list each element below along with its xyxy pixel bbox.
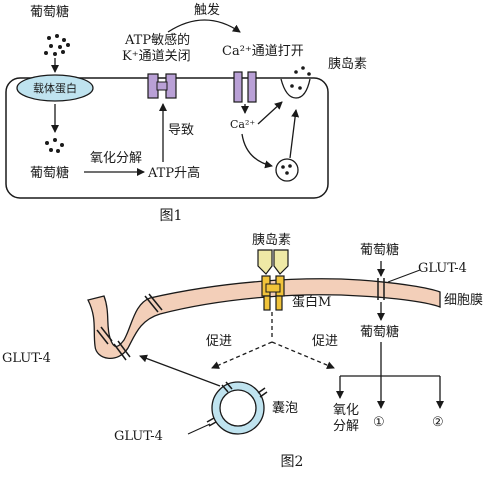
protein-m	[261, 275, 285, 311]
vesicle-to-release-arrow	[289, 109, 300, 159]
promote-left-arrow	[211, 341, 273, 369]
figure-1-caption: 图1	[160, 208, 183, 224]
glucose-inside-label-fig2: 葡萄糖	[360, 324, 399, 340]
vesicle-inner	[219, 389, 257, 427]
ca-ion-label: Ca²⁺	[230, 118, 255, 131]
promote-right-arrow	[271, 341, 335, 369]
glucose-dots-outside	[44, 34, 70, 56]
promote-right-label: 促进	[312, 334, 338, 349]
ca-to-vesicle-arrow	[241, 133, 273, 169]
insulin-receptor	[257, 249, 289, 275]
k-channel-label-2: K⁺通道关闭	[122, 49, 191, 64]
released-insulin-dots	[290, 66, 311, 90]
cell-membrane-label: 细胞膜	[444, 293, 483, 308]
figure-1: 葡萄糖 载体蛋白 葡萄糖 氧化分解 ATP升高 导致 ATP敏感的 K⁺通道关闭…	[5, 2, 367, 224]
ca-channel	[233, 71, 257, 103]
insulin-vesicle	[275, 158, 299, 182]
vesicle-label: 囊泡	[272, 400, 298, 416]
carrier-protein	[16, 74, 94, 102]
glucose-outside-label: 葡萄糖	[30, 4, 69, 20]
k-channel	[147, 73, 177, 99]
oxidation-line-1: 氧化	[333, 403, 359, 418]
atp-rise-label: ATP升高	[147, 165, 200, 181]
glut4-membrane-label: GLUT-4	[418, 261, 467, 276]
glucose-inside-label: 葡萄糖	[30, 165, 69, 181]
leads-to-label: 导致	[168, 123, 194, 138]
ca-to-release-arrow	[257, 101, 283, 125]
oxidation-line-2: 分解	[333, 419, 359, 434]
promote-left-label: 促进	[206, 334, 232, 349]
trigger-arrow	[167, 19, 241, 33]
vesicle-glut4-marks	[206, 381, 268, 427]
outcome-1-label: ①	[373, 415, 385, 430]
carrier-protein-label: 载体蛋白	[33, 81, 77, 95]
glucose-top-label: 葡萄糖	[360, 242, 399, 258]
glut4-vesicle-label: GLUT-4	[114, 429, 163, 444]
exocytosis-vesicle	[280, 78, 311, 99]
glut4-fold-marks	[96, 293, 163, 361]
outcome-2-label: ②	[432, 415, 444, 430]
ca-channel-label: Ca²⁺通道打开	[222, 44, 304, 59]
figure-2: GLUT-4 胰岛素 蛋白M 葡萄糖 GLUT-4 细胞膜 葡萄糖	[2, 232, 483, 470]
insulin-label-fig2: 胰岛素	[252, 232, 291, 248]
glut4-leader-line	[387, 269, 421, 283]
glut4-vesicle-leader	[187, 423, 211, 435]
k-channel-label-1: ATP敏感的	[124, 32, 190, 48]
protein-m-label: 蛋白M	[292, 294, 331, 310]
insulin-label-fig1: 胰岛素	[328, 56, 367, 72]
trigger-label: 触发	[194, 2, 220, 18]
glut4-left-label: GLUT-4	[2, 351, 51, 366]
oxidation-label: 氧化分解	[90, 151, 142, 166]
vesicle-granules	[281, 164, 292, 175]
oxidation-label-fig2: 氧化 分解	[333, 403, 363, 434]
glut4-membrane-marks	[377, 278, 385, 300]
figure-2-caption: 图2	[281, 454, 304, 470]
glucose-dots-inside	[45, 138, 64, 153]
vesicle-to-membrane-arrow	[139, 354, 221, 387]
